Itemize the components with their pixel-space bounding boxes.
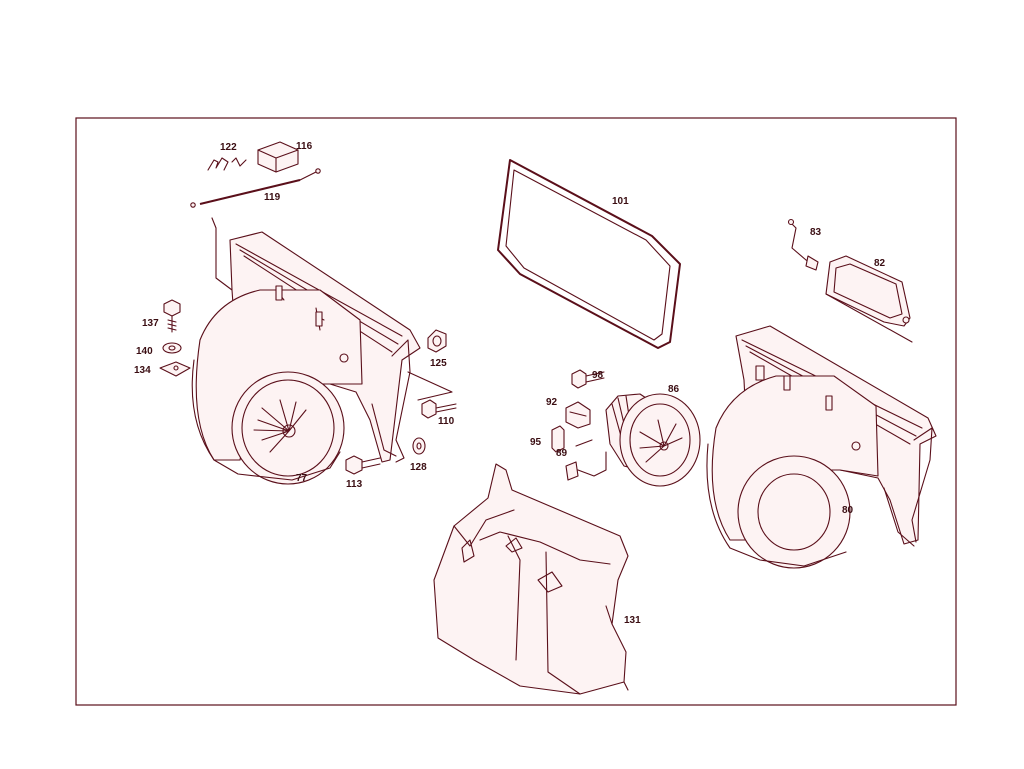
washer-128 <box>412 437 426 455</box>
label-83: 83 <box>810 227 822 238</box>
label-116: 116 <box>296 141 313 152</box>
washer-140 <box>162 342 182 354</box>
label-77: 77 <box>296 473 308 484</box>
label-113: 113 <box>346 479 363 490</box>
seal-gasket-101 <box>497 159 681 349</box>
label-125: 125 <box>430 358 447 369</box>
plug-89 <box>565 439 607 481</box>
label-92: 92 <box>546 397 558 408</box>
lever-83 <box>787 218 819 271</box>
blower-housing-77 <box>191 231 421 485</box>
clip-122 <box>207 157 247 171</box>
label-82: 82 <box>874 258 886 269</box>
label-140: 140 <box>136 346 153 357</box>
blower-motor-86 <box>605 393 701 487</box>
label-80: 80 <box>842 505 854 516</box>
cover-82 <box>825 255 913 343</box>
label-137: 137 <box>142 318 159 329</box>
connector-95 <box>551 425 565 453</box>
resistor-92 <box>565 401 591 429</box>
label-128: 128 <box>410 462 427 473</box>
bolt-110 <box>407 371 457 419</box>
label-110: 110 <box>438 416 455 427</box>
label-119: 119 <box>264 192 281 203</box>
bolt-113 <box>345 455 381 475</box>
screw-98 <box>571 369 605 389</box>
label-101: 101 <box>612 196 629 207</box>
screw-137 <box>163 299 181 333</box>
relay-116 <box>257 141 299 173</box>
label-131: 131 <box>624 615 641 626</box>
blower-cover-131 <box>433 463 629 695</box>
diagram-frame <box>75 117 957 706</box>
label-89: 89 <box>556 448 568 459</box>
label-122: 122 <box>220 142 237 153</box>
label-86: 86 <box>668 384 680 395</box>
blower-housing-80 <box>706 325 937 569</box>
label-98: 98 <box>592 370 604 381</box>
cable-119 <box>190 168 321 291</box>
clip-nut-134 <box>159 361 191 377</box>
grommet-125 <box>427 329 447 353</box>
label-95: 95 <box>530 437 542 448</box>
label-134: 134 <box>134 365 151 376</box>
